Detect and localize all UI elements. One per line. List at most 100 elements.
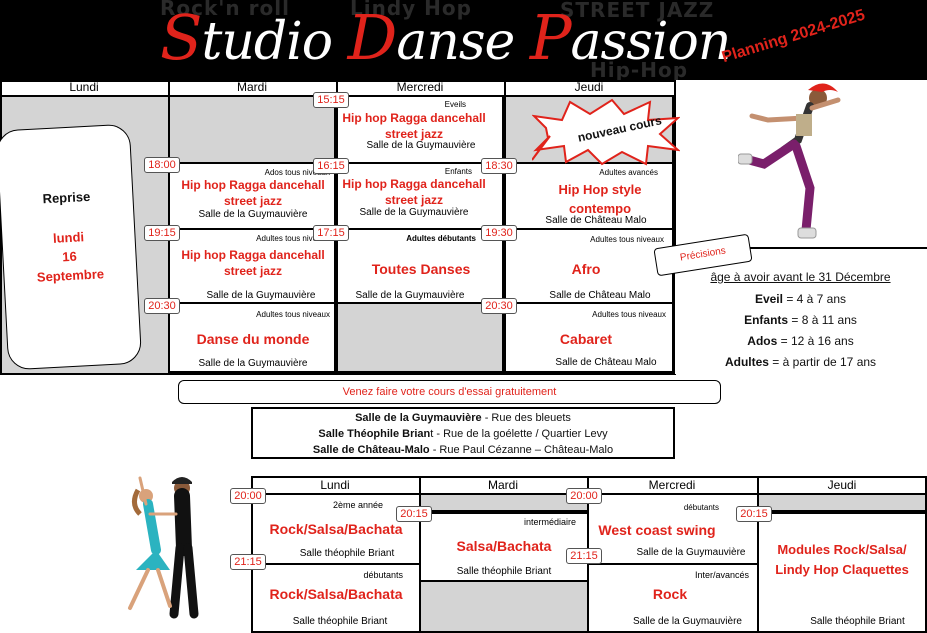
empty-slot: [759, 495, 925, 512]
course-room: Salle théophile Briant: [299, 548, 395, 559]
salsa-couple-image: [128, 476, 199, 619]
course-level: Adultes tous niveaux: [592, 310, 666, 319]
course-name: Toutes Danses: [371, 261, 471, 277]
day-header-jeudi: Jeudi: [574, 80, 604, 94]
time-badge: 21:15: [230, 554, 266, 570]
bg-word: Hip-Hop: [590, 58, 689, 80]
course-cell: [170, 164, 336, 230]
course-level: intermédiaire: [523, 517, 576, 527]
time-badge: 18:00: [144, 157, 180, 173]
time-badge: 15:15: [313, 92, 349, 108]
time-badge: 19:15: [144, 225, 180, 241]
course-level: Adultes avancés: [599, 168, 658, 177]
course-cell: [506, 230, 674, 304]
time-badge: 21:15: [566, 548, 602, 564]
divider: [757, 476, 759, 633]
day-header-lundi: Lundi: [69, 80, 99, 94]
empty-slot: [170, 97, 336, 164]
course-room: Salle de la Guymauvière: [206, 290, 316, 301]
time-badge: 20:00: [230, 488, 266, 504]
course-room: Salle de la Guymauvière: [636, 547, 746, 558]
course-level: Eveils: [444, 100, 466, 109]
time-badge: 20:15: [396, 506, 432, 522]
course-level: Ados tous niveaux: [264, 168, 330, 177]
course-name: Modules Rock/Salsa/Lindy Hop Claquettes: [775, 542, 909, 577]
course-room: Salle de la Guymauvière: [366, 140, 476, 151]
course-name: Danse du monde: [196, 331, 310, 347]
course-room: Salle de la Guymauvière: [198, 358, 308, 369]
new-course-burst: [532, 98, 680, 166]
age-heading: âge à avoir avant le 31 Décembre: [710, 270, 891, 284]
empty-slot: [421, 582, 587, 631]
divider: [421, 512, 587, 514]
divider: [421, 580, 587, 582]
course-room: Salle théophile Briant: [456, 566, 552, 577]
course-cell: [506, 304, 674, 373]
course-level: Adultes débutants: [406, 234, 476, 243]
room-address: Salle Théophile Briant - Rue de la goéle…: [318, 428, 608, 440]
course-room: Salle théophile Briant: [292, 616, 388, 627]
course-room: Salle de Château Malo: [545, 215, 647, 226]
course-level: 2ème année: [332, 500, 383, 510]
reprise-title: Reprise: [42, 188, 91, 207]
course-cell: [338, 97, 504, 164]
course-level: Inter/avancés: [694, 570, 749, 580]
reprise-date: lundi 16 Septembre: [36, 229, 105, 285]
room-address: Salle de la Guymauvière - Rue des bleuet…: [355, 412, 571, 424]
divider: [419, 476, 421, 633]
course-name: Cabaret: [559, 331, 613, 347]
divider: [589, 563, 757, 565]
time-badge: 16:15: [313, 158, 349, 174]
bg-word: Lindy Hop: [350, 0, 472, 20]
course-cell: [338, 230, 504, 304]
time-badge: 20:30: [481, 298, 517, 314]
time-badge: 20:15: [736, 506, 772, 522]
hiphop-dancer-image: [738, 83, 841, 239]
course-room: Salle de la Guymauvière: [198, 209, 308, 220]
course-cell: [338, 164, 504, 230]
rooms-addresses: Salle de la Guymauvière - Rue des bleuet…: [251, 407, 675, 459]
course-name: Rock: [652, 586, 688, 602]
course-level: Adultes tous niveaux: [590, 235, 664, 244]
course-level: débutants: [683, 503, 719, 512]
course-name: Salsa/Bachata: [456, 538, 552, 554]
course-cell: [170, 304, 336, 373]
course-name: West coast swing: [598, 522, 716, 538]
day-header-mercredi: Mercredi: [396, 80, 444, 94]
time-badge: 17:15: [313, 225, 349, 241]
time-badge: 20:00: [566, 488, 602, 504]
day-header-lundi: Lundi: [320, 478, 350, 492]
day-header-jeudi: Jeudi: [827, 478, 857, 492]
divider: [253, 563, 419, 565]
course-level: débutants: [363, 570, 403, 580]
course-name: Rock/Salsa/Bachata: [269, 586, 403, 602]
course-room: Salle de la Guymauvière: [355, 290, 465, 301]
age-row: Ados = 12 à 16 ans: [747, 334, 854, 348]
day-header-mardi: Mardi: [487, 478, 518, 492]
age-row: Enfants = 8 à 11 ans: [744, 313, 857, 327]
course-room: Salle théophile Briant: [810, 616, 905, 627]
free-trial-banner: Venez faire votre cours d'essai gratuite…: [178, 380, 721, 404]
divider: [759, 512, 925, 514]
reprise-card: Reprise lundi 16 Septembre: [0, 123, 143, 371]
time-badge: 19:30: [481, 225, 517, 241]
day-header-mardi: Mardi: [236, 80, 267, 94]
course-room: Salle de Château Malo: [555, 357, 657, 368]
age-row: Adultes = à partir de 17 ans: [724, 355, 877, 369]
course-level: Adultes tous niveaux: [256, 310, 330, 319]
header-banner: Rock'n roll Lindy Hop STREET JAZZ Hip-Ho…: [0, 0, 927, 80]
course-room: Salle de la Guymauvière: [359, 207, 469, 218]
course-cell: [170, 230, 336, 304]
course-name: Rock/Salsa/Bachata: [269, 521, 403, 537]
empty-slot: [421, 495, 587, 512]
bg-word: Rock'n roll: [160, 0, 290, 20]
time-badge: 18:30: [481, 158, 517, 174]
course-name: Afro: [571, 261, 601, 277]
course-level: Enfants: [444, 167, 472, 176]
course-level: Adultes tous niveaux: [256, 234, 330, 243]
